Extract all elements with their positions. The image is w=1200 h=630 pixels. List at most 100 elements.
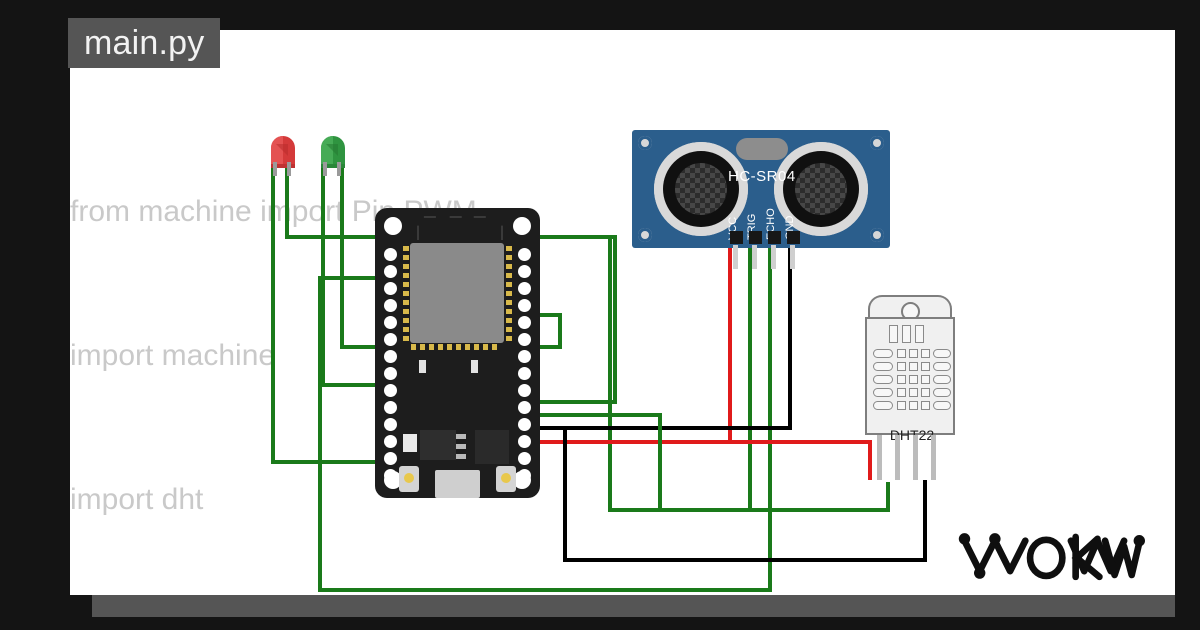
file-tab-main-py[interactable]: main.py [68, 18, 221, 68]
vent-slot [897, 388, 906, 397]
vent-slot [915, 325, 924, 343]
esp32-devkit-board[interactable] [375, 208, 540, 498]
vent-slot [909, 375, 918, 384]
vent-slot [921, 401, 930, 410]
dht22-lead-gnd[interactable] [931, 435, 936, 480]
led-red[interactable] [266, 132, 300, 176]
pin-D13[interactable] [384, 452, 397, 465]
hcsr-lead-trig [752, 245, 757, 269]
ultrasonic-transmitter [654, 142, 748, 236]
wire-echo [318, 248, 772, 592]
vent-slot [933, 375, 951, 384]
vent-slot [909, 388, 918, 397]
pin-D5[interactable] [518, 367, 531, 380]
wire-trig [540, 235, 752, 512]
pin-trig[interactable] [749, 231, 762, 244]
pin-D26[interactable] [384, 384, 397, 397]
pin-EN[interactable] [384, 248, 397, 261]
vent-slot [873, 375, 893, 384]
regulator-leg [456, 444, 466, 449]
pin-D23[interactable] [518, 248, 531, 261]
wire-led-red-cathode [271, 163, 385, 464]
pin-VN[interactable] [384, 282, 397, 295]
vent-slot [933, 401, 951, 410]
vent-slot [897, 401, 906, 410]
vent-slot [921, 375, 930, 384]
led-red-anode-leg [287, 162, 291, 176]
wire-dht-data [540, 413, 890, 512]
vent-slot [909, 349, 918, 358]
wire-layer [271, 163, 927, 592]
code-line: import machine [70, 339, 276, 372]
vent-slot [909, 362, 918, 371]
wire-dht-vcc [540, 440, 872, 480]
pin-vcc[interactable] [730, 231, 743, 244]
pin-D15[interactable] [518, 452, 531, 465]
pin-D18[interactable] [518, 350, 531, 363]
vent-slot [902, 325, 911, 343]
pin-D19[interactable] [518, 333, 531, 346]
pin-D22[interactable] [518, 265, 531, 278]
wire-led-red-anode [285, 163, 617, 404]
smd-component [471, 360, 478, 373]
pin-D35[interactable] [384, 316, 397, 329]
dht22-body: DHT22 [865, 317, 955, 443]
dht22-lead-nc[interactable] [913, 435, 918, 480]
led-green[interactable] [316, 132, 350, 176]
pin-GND-right[interactable] [518, 469, 531, 482]
pin-TX2[interactable] [518, 384, 531, 397]
vent-slot [897, 362, 906, 371]
pin-D14[interactable] [384, 418, 397, 431]
pin-D27[interactable] [384, 401, 397, 414]
usb-uart-ic [475, 430, 509, 464]
wokwi-logo: WOKWI [955, 525, 1145, 585]
pin-RX2[interactable] [518, 401, 531, 414]
wokwi-diagram-canvas[interactable]: from machine import Pin,PWM import machi… [70, 30, 1175, 595]
screw-hole [870, 228, 884, 242]
pin-D21[interactable] [518, 316, 531, 329]
module-pads-right [506, 246, 512, 345]
pin-VP[interactable] [384, 265, 397, 278]
vent-slot [909, 401, 918, 410]
pin-D34[interactable] [384, 299, 397, 312]
led-red-bulb [271, 136, 295, 168]
dht22-lead-vcc[interactable] [877, 435, 882, 480]
pin-D25[interactable] [384, 367, 397, 380]
micro-usb-connector [435, 470, 480, 498]
mounting-hole [384, 217, 402, 235]
wire-hcsr-vcc [540, 248, 732, 444]
vent-slot [873, 388, 893, 397]
vent-slot [921, 388, 930, 397]
led-green-bulb [321, 136, 345, 168]
boot-button[interactable] [399, 466, 419, 492]
dht22-sensor[interactable]: DHT22 [865, 295, 955, 480]
pin-D4[interactable] [518, 418, 531, 431]
reset-button[interactable] [496, 466, 516, 492]
vent-slot [873, 362, 893, 371]
screw-hole [638, 228, 652, 242]
hc-sr04-module[interactable]: HC-SR04 VCC TRIG ECHO GND [632, 130, 890, 248]
pin-echo[interactable] [768, 231, 781, 244]
pin-D2[interactable] [518, 435, 531, 448]
wire-dht-gnd [540, 426, 927, 562]
dht22-lead-data[interactable] [895, 435, 900, 480]
led-green-cathode-leg [323, 162, 327, 176]
wokwi-wordmark: WOKWI [955, 525, 1145, 585]
pin-GND-left[interactable] [384, 469, 397, 482]
pin-D12[interactable] [384, 435, 397, 448]
capacitor [403, 434, 417, 452]
vent-slot [933, 362, 951, 371]
smd-component [419, 360, 426, 373]
pin-gnd[interactable] [787, 231, 800, 244]
vent-slot [933, 388, 951, 397]
pin-D32[interactable] [384, 333, 397, 346]
code-line: import dht [70, 483, 204, 516]
vent-slot [921, 362, 930, 371]
wire-led-green-cathode [321, 163, 385, 387]
pin-D33[interactable] [384, 350, 397, 363]
esp32-module-shield [410, 243, 504, 343]
pin-TXD[interactable] [518, 282, 531, 295]
hcsr-lead-gnd [790, 245, 795, 269]
pin-RXD[interactable] [518, 299, 531, 312]
